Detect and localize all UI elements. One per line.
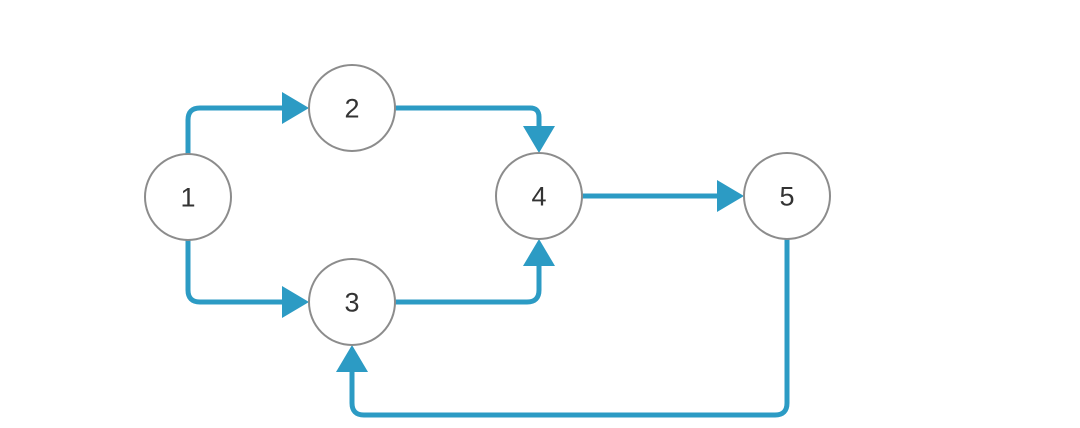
edge-5-to-3 <box>336 239 790 418</box>
node-2: 2 <box>308 64 396 152</box>
arrowhead-icon <box>523 239 555 266</box>
node-label: 1 <box>180 182 195 212</box>
node-circle <box>144 153 232 241</box>
node-circle <box>495 152 583 240</box>
edge-1-to-2 <box>185 92 309 154</box>
arrowhead-icon <box>282 286 309 318</box>
arrowhead-icon <box>523 126 555 153</box>
edge-line-1-to-2 <box>185 105 282 154</box>
node-3: 3 <box>308 258 396 346</box>
node-label: 5 <box>779 181 794 211</box>
node-label: 4 <box>531 181 546 211</box>
node-1: 1 <box>144 153 232 241</box>
arrowhead-icon <box>336 345 368 372</box>
arrowhead-icon <box>282 92 309 124</box>
edge-2-to-4 <box>395 105 555 153</box>
edge-line-2-to-4 <box>395 105 542 126</box>
edge-line-1-to-3 <box>185 240 282 305</box>
node-circle <box>743 152 831 240</box>
node-circle <box>308 64 396 152</box>
edge-3-to-4 <box>395 239 555 305</box>
node-label: 2 <box>344 93 359 123</box>
node-5: 5 <box>743 152 831 240</box>
arrowhead-icon <box>717 180 744 212</box>
edge-line-5-to-3 <box>349 239 790 418</box>
node-4: 4 <box>495 152 583 240</box>
node-label: 3 <box>344 287 359 317</box>
node-circle <box>308 258 396 346</box>
edge-4-to-5 <box>582 180 744 212</box>
edge-line-3-to-4 <box>395 266 542 305</box>
edge-1-to-3 <box>185 240 309 318</box>
